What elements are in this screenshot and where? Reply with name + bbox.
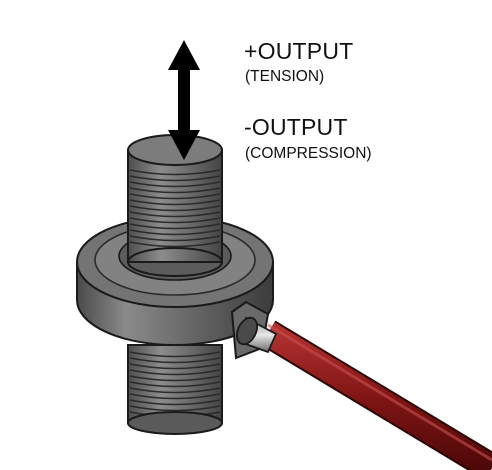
force-direction-arrow-icon: [168, 40, 200, 160]
thread-groove: [129, 217, 221, 224]
thread-groove: [129, 369, 221, 376]
tension-output-label: +OUTPUT: [244, 38, 354, 64]
thread-groove: [129, 211, 221, 218]
thread-groove: [129, 375, 221, 382]
thread-groove: [129, 381, 221, 388]
thread-groove: [129, 387, 221, 394]
thread-groove: [129, 229, 221, 236]
thread-groove: [129, 223, 221, 230]
compression-output-label: -OUTPUT: [244, 114, 348, 140]
thread-groove: [129, 235, 221, 242]
cable-connector: [230, 300, 278, 360]
thread-groove: [129, 399, 221, 406]
thread-groove: [129, 357, 221, 364]
tension-note-label: (TENSION): [245, 68, 325, 85]
thread-groove: [129, 175, 221, 182]
thread-groove: [129, 205, 221, 212]
thread-groove: [129, 405, 221, 412]
upper-threaded-stud: [127, 134, 223, 277]
compression-note-label: (COMPRESSION): [245, 145, 372, 162]
lower-threaded-stud: [127, 344, 223, 435]
thread-groove: [129, 169, 221, 176]
thread-groove: [129, 351, 221, 358]
thread-groove: [129, 193, 221, 200]
thread-groove: [129, 363, 221, 370]
thread-groove: [129, 393, 221, 400]
thread-groove: [129, 181, 221, 188]
thread-groove: [129, 199, 221, 206]
cable: [260, 320, 492, 470]
thread-groove: [129, 241, 221, 248]
thread-groove: [129, 187, 221, 194]
